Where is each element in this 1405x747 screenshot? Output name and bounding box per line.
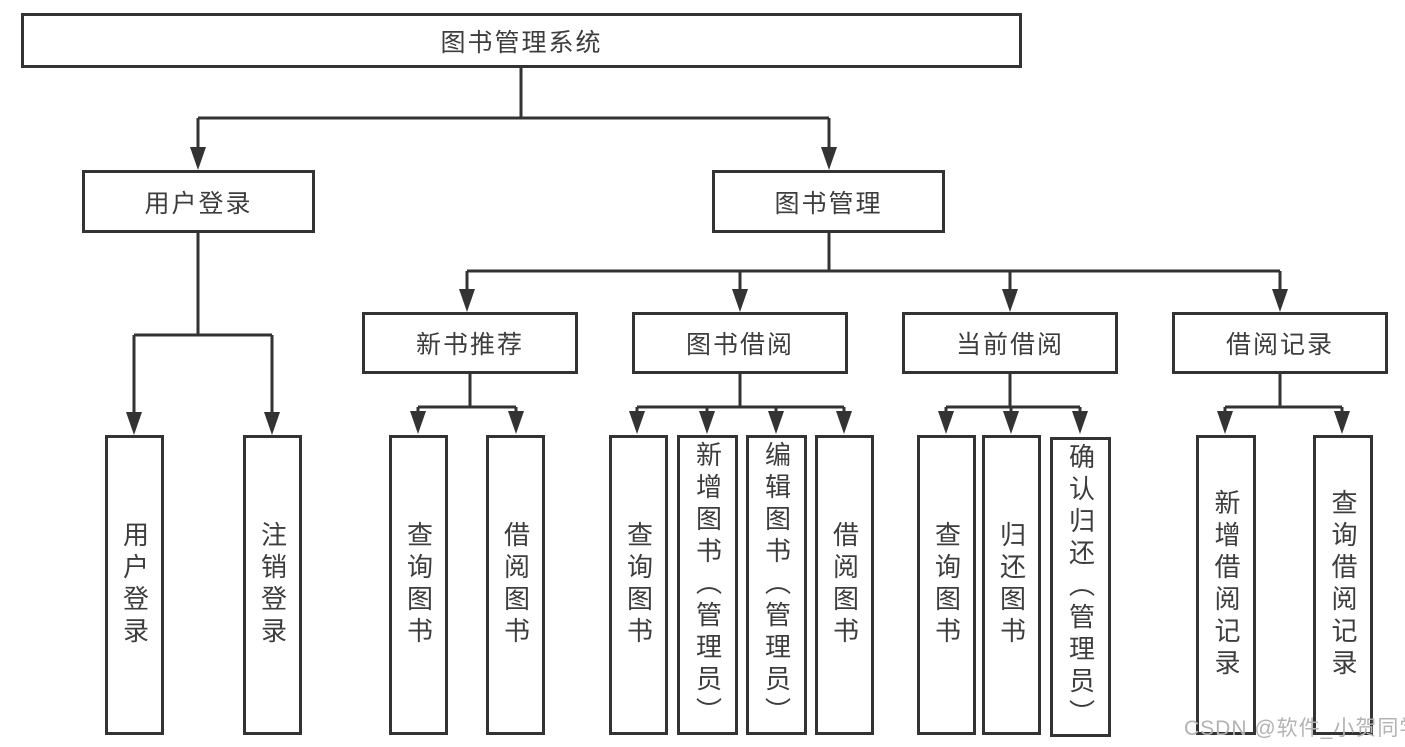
leaf-user-login: 用户登录 bbox=[105, 435, 164, 735]
leaf-nb-query-books: 查询图书 bbox=[389, 435, 448, 735]
node-label: 用户登录 bbox=[144, 189, 253, 218]
node-label: 借阅记录 bbox=[1225, 331, 1334, 359]
leaf-cb-return-books: 归还图书 bbox=[982, 435, 1041, 735]
leaf-cb-query-books: 查询图书 bbox=[917, 435, 976, 735]
leaf-label: 新增借阅记录 bbox=[1211, 489, 1241, 681]
leaf-label: 确认归还（管理员） bbox=[1065, 443, 1096, 731]
node-root: 图书管理系统 bbox=[21, 13, 1022, 68]
leaf-bb-borrow-books: 借阅图书 bbox=[815, 435, 874, 735]
node-label: 新书推荐 bbox=[415, 331, 524, 359]
watermark: CSDN @软件_小贺同学 bbox=[1184, 717, 1405, 740]
leaf-label: 查询图书 bbox=[403, 521, 434, 649]
leaf-label: 借阅图书 bbox=[500, 521, 531, 649]
node-label: 图书借阅 bbox=[685, 331, 794, 359]
leaf-bb-add-books-admin: 新增图书（管理员） bbox=[677, 435, 738, 735]
node-borrow-records: 借阅记录 bbox=[1172, 312, 1388, 374]
node-label: 当前借阅 bbox=[955, 331, 1064, 359]
leaf-label: 注销登录 bbox=[257, 521, 288, 649]
leaf-label: 归还图书 bbox=[996, 521, 1027, 649]
node-new-books: 新书推荐 bbox=[362, 312, 578, 374]
node-current-borrowing: 当前借阅 bbox=[902, 312, 1118, 374]
leaf-label: 用户登录 bbox=[119, 521, 150, 649]
leaf-logout: 注销登录 bbox=[243, 435, 302, 735]
leaf-bb-edit-books-admin: 编辑图书（管理员） bbox=[746, 435, 807, 735]
leaf-label: 编辑图书（管理员） bbox=[761, 441, 792, 729]
leaf-label: 查询图书 bbox=[623, 521, 654, 649]
leaf-label: 借阅图书 bbox=[829, 521, 860, 649]
node-label: 图书管理 bbox=[774, 189, 883, 218]
leaf-nb-borrow-books: 借阅图书 bbox=[486, 435, 545, 735]
node-book-borrowing: 图书借阅 bbox=[632, 312, 848, 374]
leaf-br-add-record: 新增借阅记录 bbox=[1196, 435, 1256, 735]
node-root-label: 图书管理系统 bbox=[440, 28, 603, 57]
leaf-cb-confirm-return-admin: 确认归还（管理员） bbox=[1050, 437, 1111, 737]
leaf-bb-query-books: 查询图书 bbox=[609, 435, 668, 735]
leaf-br-query-record: 查询借阅记录 bbox=[1313, 435, 1373, 735]
node-user-login: 用户登录 bbox=[82, 170, 315, 233]
leaf-label: 查询借阅记录 bbox=[1328, 489, 1358, 681]
node-book-management: 图书管理 bbox=[712, 170, 945, 233]
leaf-label: 查询图书 bbox=[931, 521, 962, 649]
leaf-label: 新增图书（管理员） bbox=[692, 441, 723, 729]
